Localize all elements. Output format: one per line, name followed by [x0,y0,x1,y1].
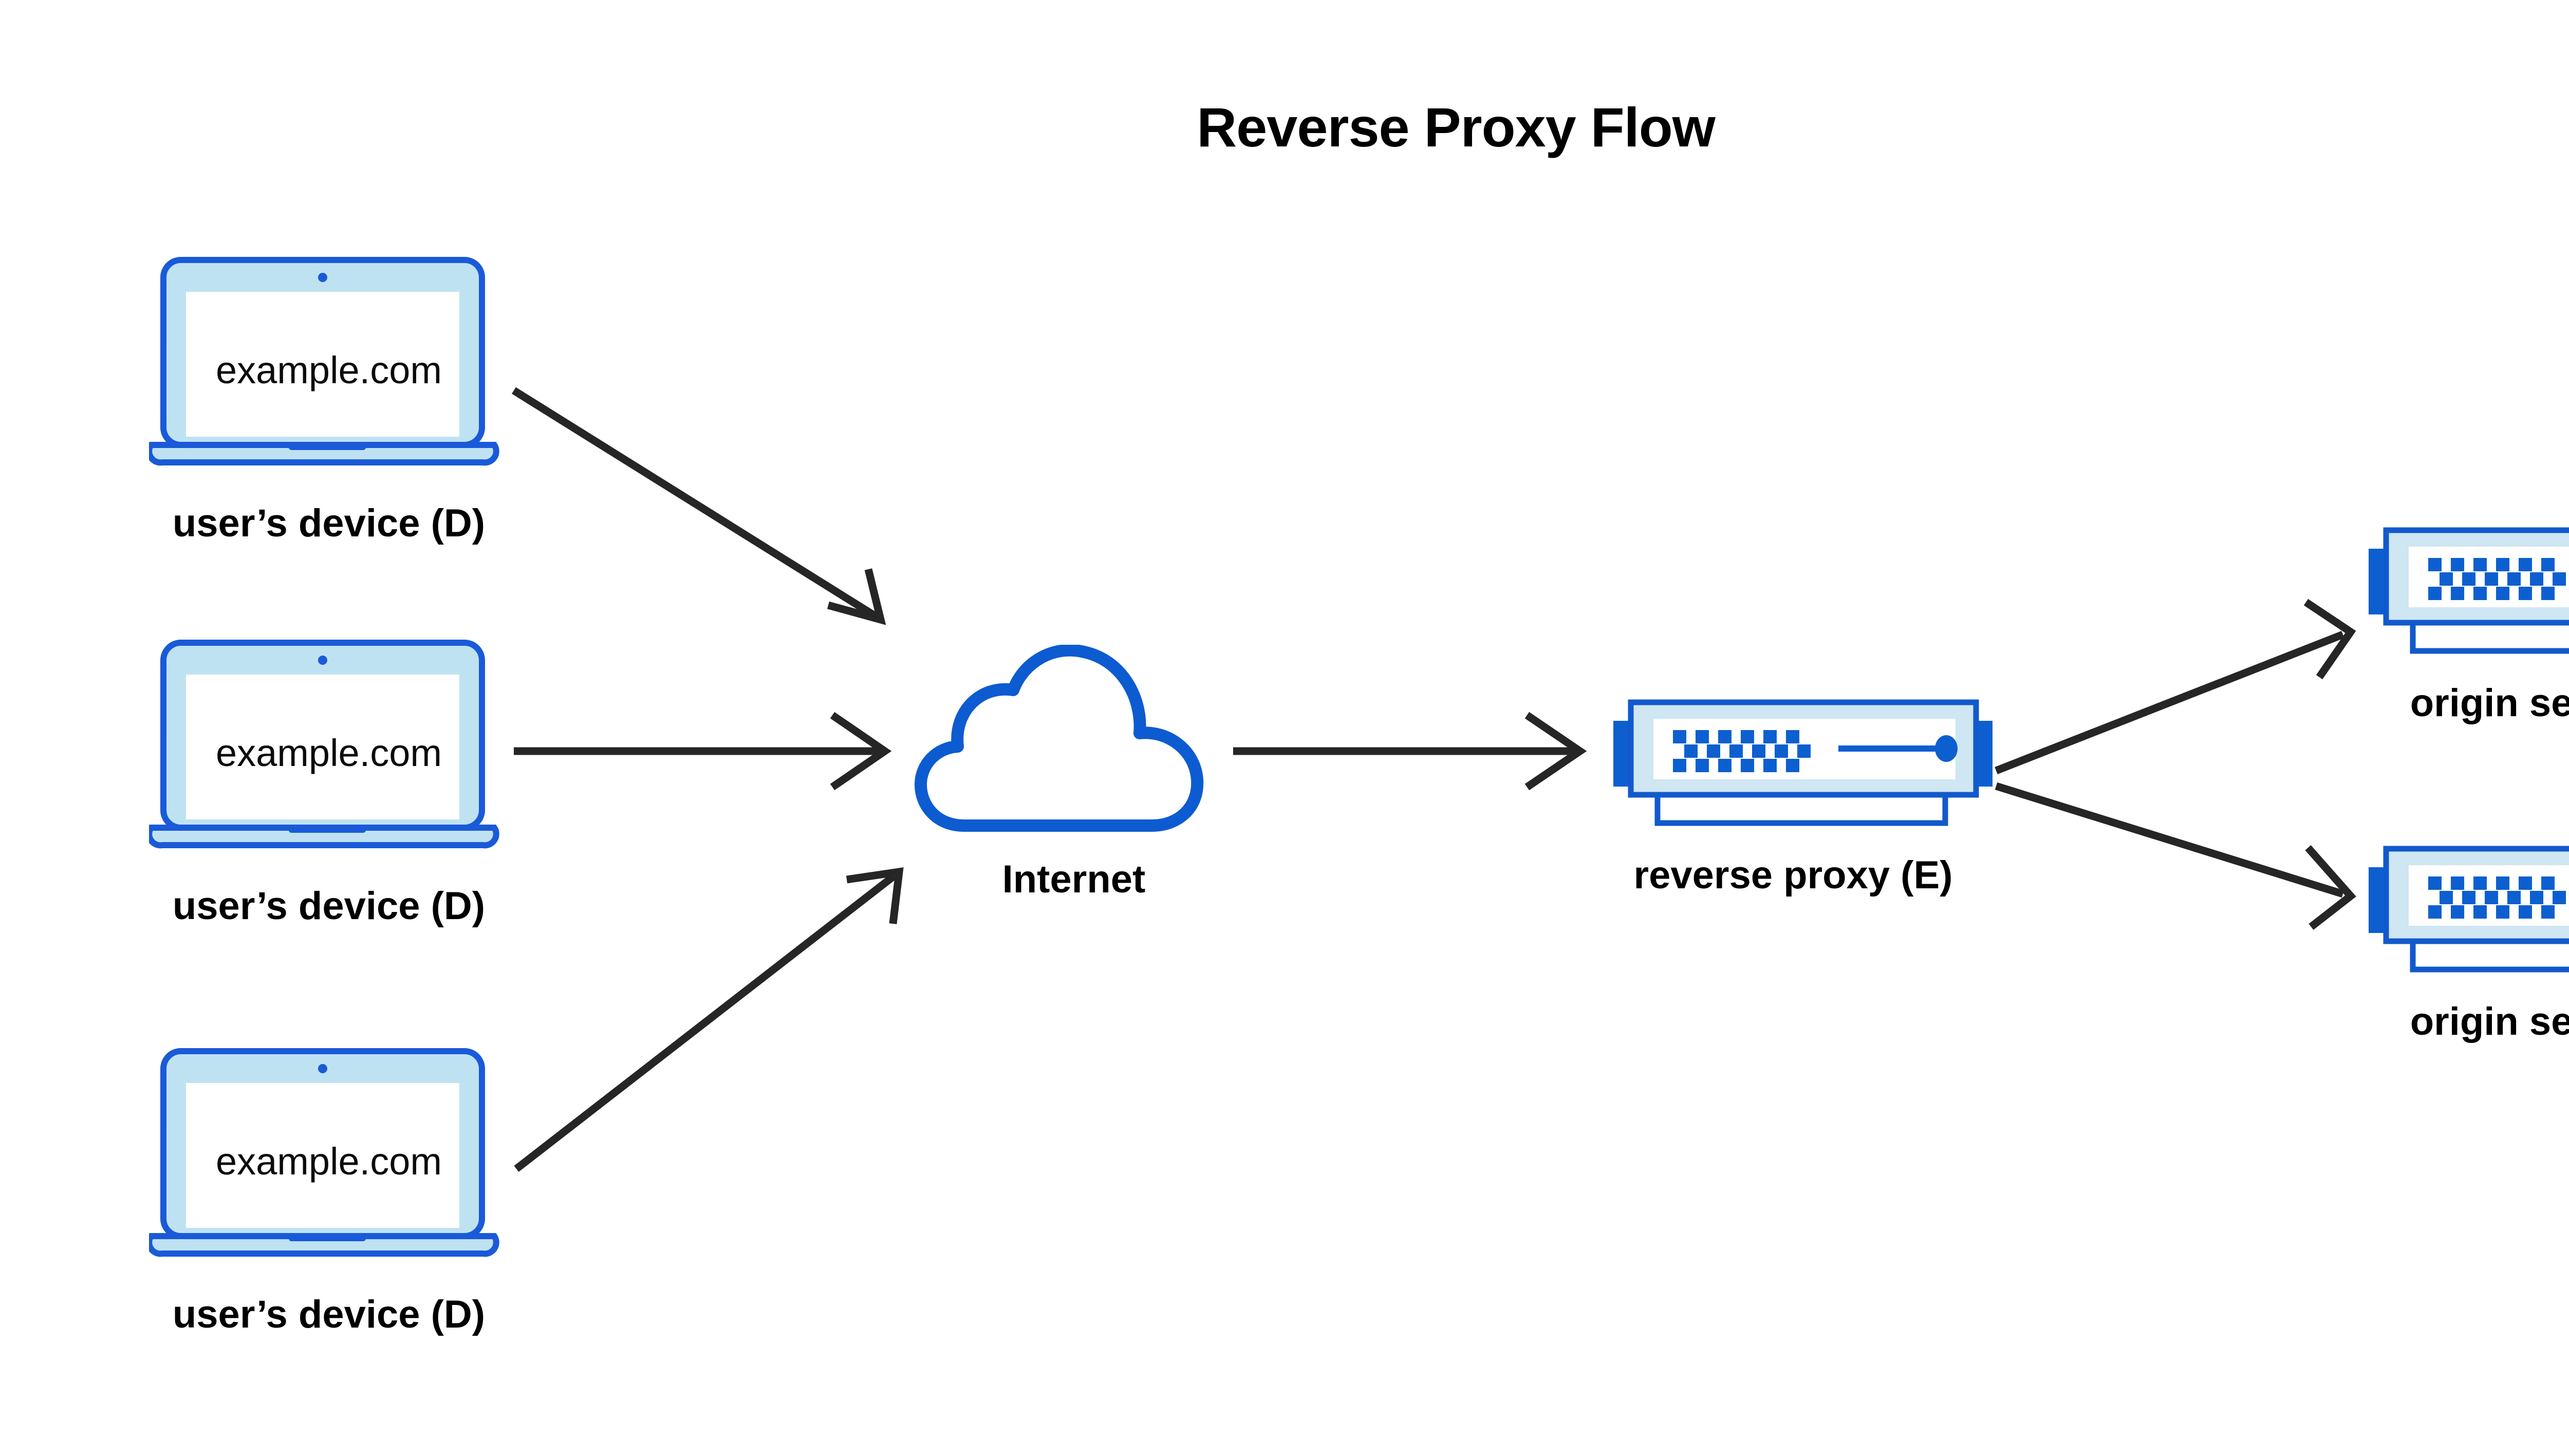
origin-server-node-1[interactable] [2363,524,2569,663]
laptop-icon [146,257,499,466]
server-icon [1613,699,1993,826]
internet-node[interactable] [915,644,1233,835]
client-device-3[interactable]: example.com [146,1048,509,1264]
client-label-2: user’s device (D) [172,884,486,928]
client-label-3: user’s device (D) [172,1293,486,1336]
server-icon [2369,527,2569,654]
server-led-grid [1673,730,1811,772]
cloud-icon [915,644,1204,832]
origin-server-label-2: origin server (F) [2410,1000,2569,1043]
edge-client3-to-internet [514,867,904,1172]
origin-server-label-1: origin server (F) [2410,681,2569,725]
edge-client1-to-internet [512,387,886,625]
origin-server-node-2[interactable] [2363,843,2569,981]
laptop-icon [146,640,499,849]
edge-internet-to-proxy [1233,712,1587,791]
edge-proxy-to-origin1 [1995,599,2356,774]
edge-proxy-to-origin2 [1995,782,2356,930]
reverse-proxy-node[interactable] [1608,696,1999,835]
client-device-1[interactable]: example.com [146,257,509,473]
client-label-1: user’s device (D) [172,501,486,545]
server-led-grid [2428,558,2566,600]
laptop-icon [146,1048,499,1257]
server-led-grid [2428,876,2566,919]
reverse-proxy-label: reverse proxy (E) [1633,853,1953,897]
server-icon [2369,846,2569,973]
edge-client2-to-internet [514,712,892,791]
internet-label: Internet [1002,857,1146,901]
client-device-2[interactable]: example.com [146,640,509,855]
page-title: Reverse Proxy Flow [1197,96,1715,158]
